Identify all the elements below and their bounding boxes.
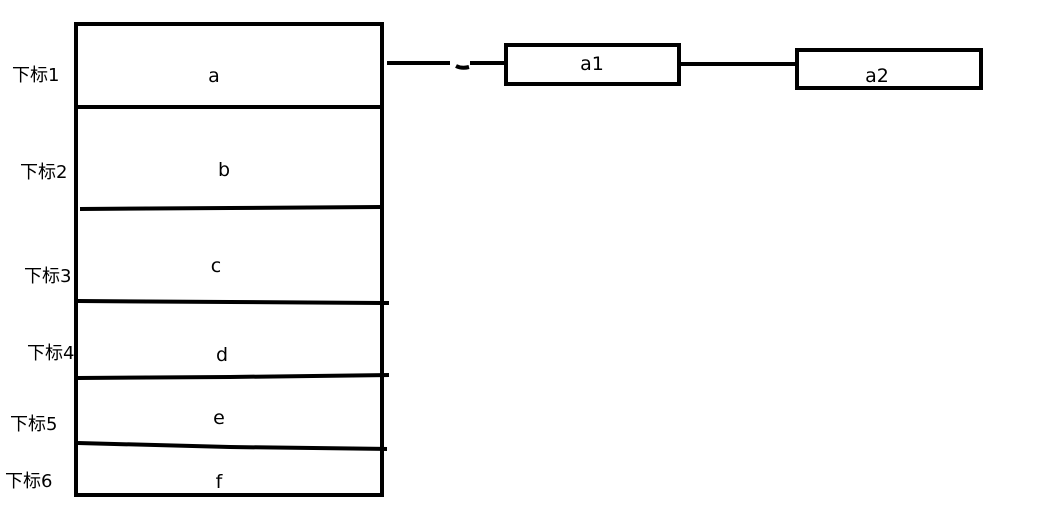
link-line-a-to-a1 [387,61,506,70]
index-label-3: 下标3 [24,266,71,287]
cell-value-4: d [216,344,228,366]
index-label-1: 下标1 [12,65,59,86]
chain-node-a2 [795,48,983,90]
index-label-4: 下标4 [27,343,74,364]
cell-divider-2 [79,205,382,211]
array-box [74,22,384,497]
cell-value-3: c [211,255,221,277]
chain-node-a1-label: a1 [580,53,604,75]
chain-node-a2-label: a2 [865,65,889,87]
index-label-6: 下标6 [5,471,52,492]
cell-value-1: a [208,65,220,87]
cell-divider-4 [77,373,390,380]
cell-value-6: f [216,471,224,493]
cell-value-2: b [218,159,230,181]
cell-divider-3 [77,299,390,305]
index-label-2: 下标2 [20,162,67,183]
cell-divider-5 [77,441,388,451]
index-label-5: 下标5 [10,414,57,435]
cell-value-5: e [213,407,225,429]
